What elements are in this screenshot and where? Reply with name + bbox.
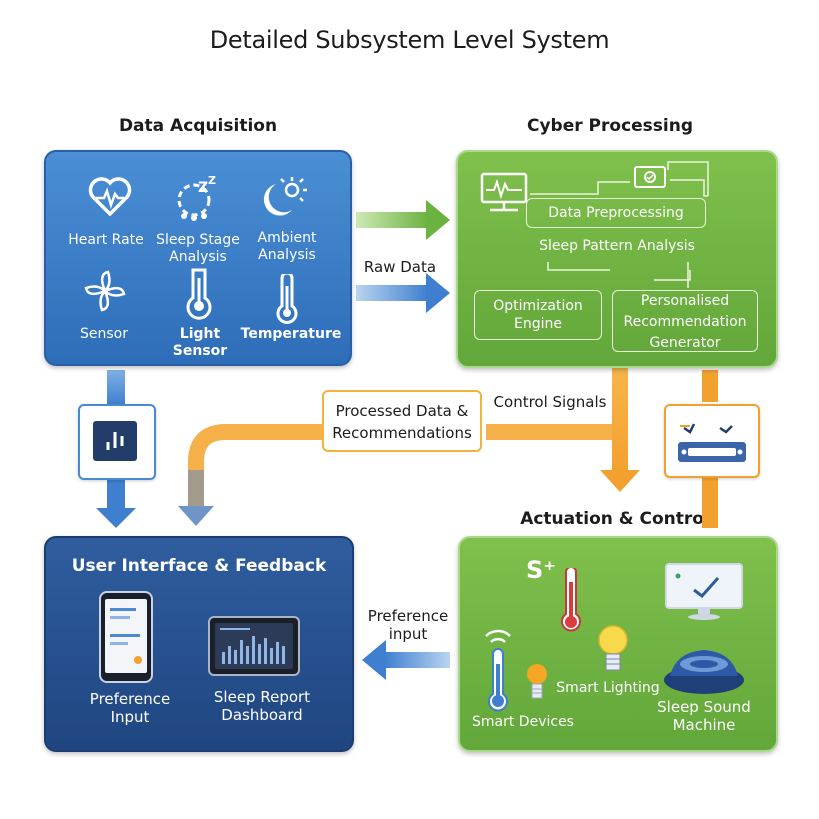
sleep-report-dashboard-label: Sleep Report Dashboard [213, 688, 311, 724]
thermometer-icon [276, 274, 298, 324]
signal-device-box [78, 404, 156, 480]
signal-device-icon [93, 421, 137, 461]
cyber-processing-panel: Data Preprocessing Sleep Pattern Analysi… [456, 150, 778, 368]
raw-data-arrow [356, 273, 450, 313]
smart-light-bulb-icon [598, 625, 628, 671]
pinwheel-sensor-icon [84, 270, 126, 312]
smart-s-mark: S⁺ [526, 556, 556, 584]
heart-rate-label: Heart Rate [68, 232, 144, 248]
processed-data-box: Processed Data & Recommendations [322, 390, 482, 452]
sleep-stage-label: Sleep Stage Analysis [156, 232, 240, 265]
svg-text:Z: Z [198, 180, 208, 196]
sleep-sound-machine-label: Sleep Sound Machine [657, 698, 751, 734]
temperature-label: Temperature [240, 326, 342, 342]
actuation-control-panel: S⁺ Smart Devices Smart Ligh [458, 536, 778, 752]
user-interface-panel: User Interface & Feedback Preference Inp… [44, 536, 354, 752]
data-acquisition-heading: Data Acquisition [118, 116, 278, 136]
smart-lighting-label: Smart Lighting [556, 680, 660, 696]
preference-input-arrow [362, 640, 450, 680]
monitor-waveform-icon [480, 172, 528, 212]
preference-input-label: Preference Input [89, 690, 171, 726]
processed-data-arrow [178, 424, 616, 526]
light-sensor-label: Light Sensor [172, 326, 228, 359]
dashboard-tablet-icon [208, 616, 300, 676]
smart-thermostat-icon [485, 629, 511, 712]
actuation-control-heading: Actuation & Control [520, 509, 710, 529]
smart-devices-label: Smart Devices [472, 714, 574, 730]
cyber-processing-heading: Cyber Processing [526, 116, 694, 136]
red-thermometer-icon [561, 568, 581, 632]
optimization-engine-box: Optimization Engine [474, 290, 602, 340]
ambient-analysis-label: Ambient Analysis [257, 230, 317, 263]
svg-text:Z: Z [208, 174, 216, 187]
data-acquisition-panel: Heart Rate Z Z Sleep Stage Analysis Ambi… [44, 150, 352, 366]
processing-connectors [530, 161, 709, 288]
control-signals-arrow [600, 366, 718, 528]
recommendation-generator-box: Personalised Recommendation Generator [612, 290, 758, 352]
sleep-sound-machine-icon [664, 650, 744, 694]
sensor-label: Sensor [80, 326, 128, 342]
moon-sun-icon [263, 177, 307, 216]
small-bulb-icon [527, 664, 547, 699]
light-sensor-icon [186, 268, 212, 320]
control-unit-icon [678, 423, 746, 462]
data-preprocessing-box: Data Preprocessing [526, 198, 706, 228]
sleep-zzz-icon: Z Z [177, 174, 216, 221]
preference-input-flow-label: Preference input [367, 607, 449, 643]
control-signals-label: Control Signals [493, 393, 607, 411]
smartphone-icon [99, 591, 153, 683]
processor-chip-icon [634, 166, 666, 188]
diagram-title: Detailed Subsystem Level System [209, 26, 610, 54]
sleep-pattern-analysis-label: Sleep Pattern Analysis [539, 238, 695, 254]
heart-pulse-icon [88, 177, 132, 216]
raw-data-label: Raw Data [363, 258, 437, 276]
control-device-box [664, 404, 760, 478]
green-arrow-right [356, 200, 450, 240]
user-interface-heading: User Interface & Feedback [71, 556, 327, 576]
monitor-check-icon [665, 563, 743, 620]
